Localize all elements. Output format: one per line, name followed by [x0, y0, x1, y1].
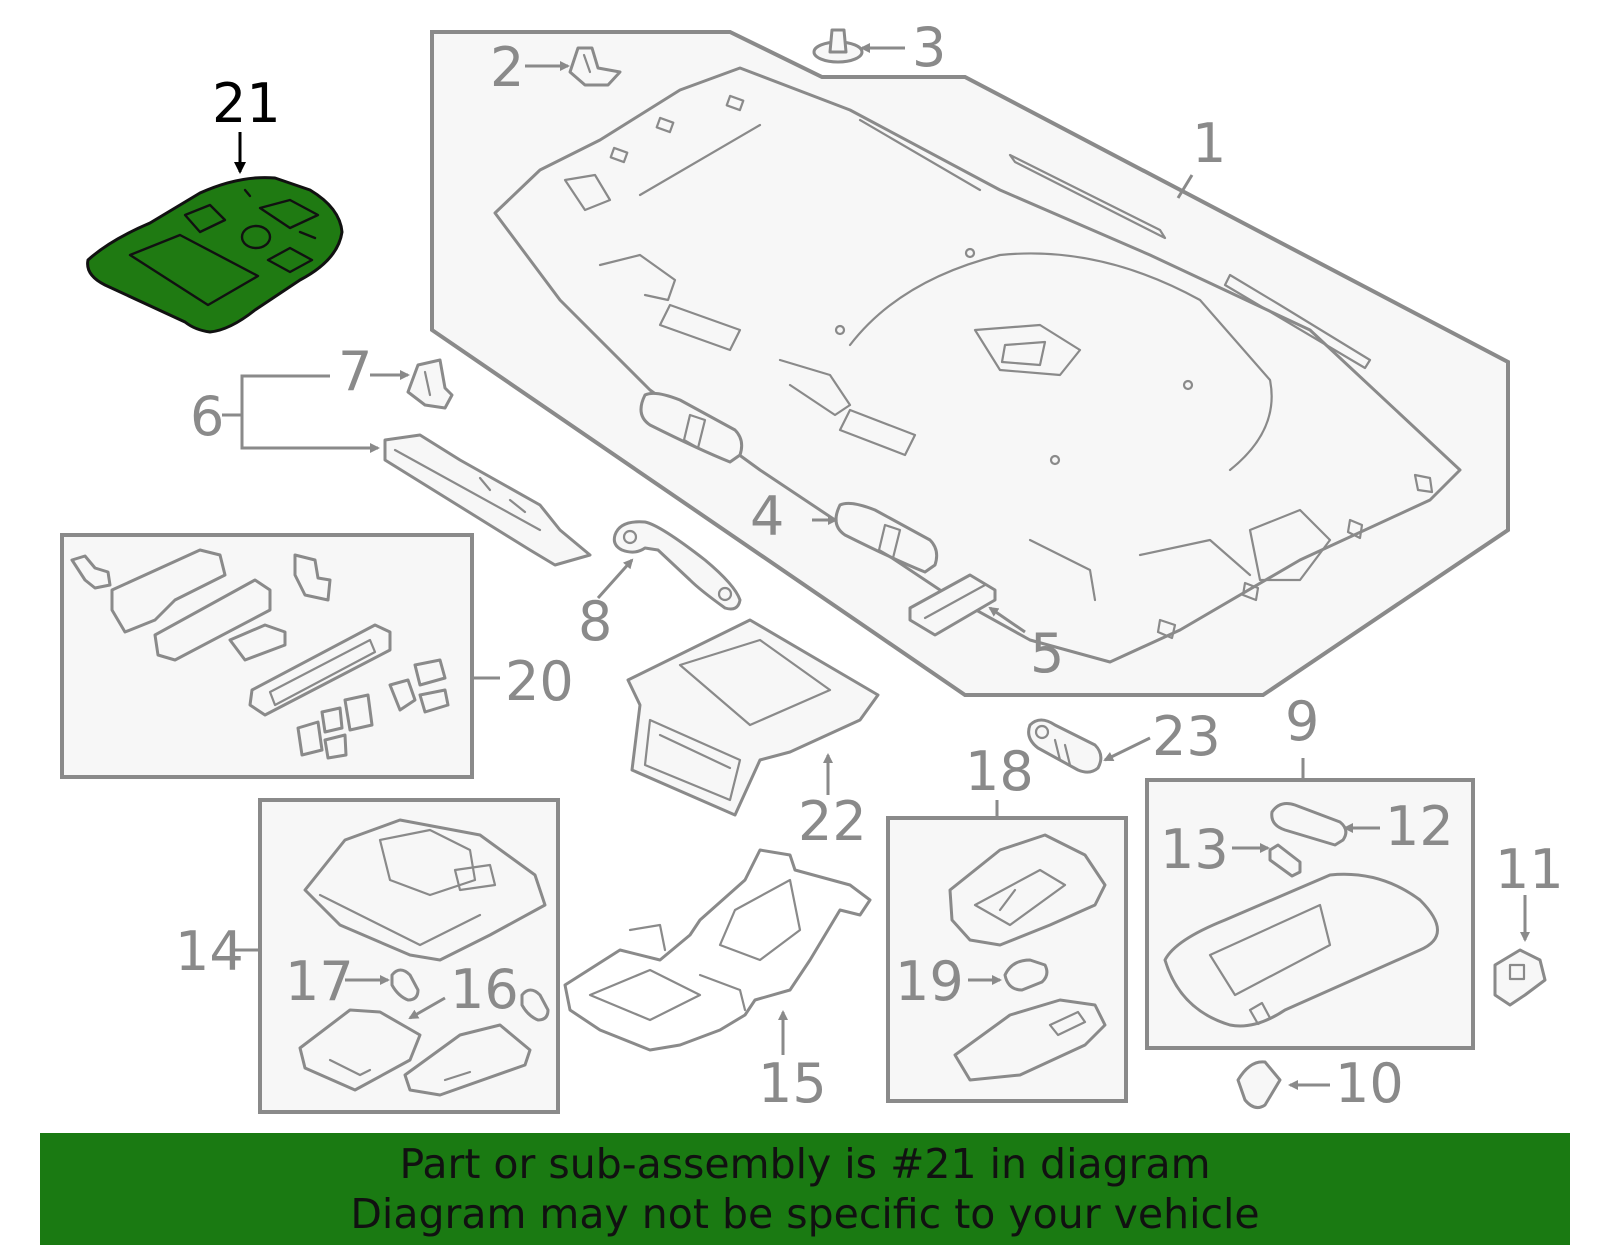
- callout-12: 12: [1385, 795, 1454, 858]
- callout-8: 8: [578, 590, 612, 653]
- part-10-visor-clip[interactable]: [1236, 1060, 1282, 1110]
- callout-5: 5: [1030, 622, 1064, 685]
- callout-2: 2: [490, 36, 524, 99]
- callout-19: 19: [895, 950, 964, 1013]
- part-7-clip[interactable]: [406, 358, 454, 410]
- part-23-bulb[interactable]: [1027, 718, 1103, 774]
- part-2-clip[interactable]: [568, 46, 622, 87]
- part-4-handle-bracket[interactable]: [639, 391, 939, 574]
- part-22-display-bracket[interactable]: [626, 618, 880, 817]
- part-8-grab-handle[interactable]: [612, 520, 742, 611]
- callout-6: 6: [190, 385, 224, 448]
- part-17-bulb[interactable]: [390, 968, 420, 1002]
- part-18-dome-lamp[interactable]: [948, 833, 1107, 947]
- part-16-bulb[interactable]: [520, 988, 550, 1022]
- callout-numbers: 21 2 3 1 7 6 4 5 8 20 23 9 18 22 12 13 1…: [175, 16, 1564, 1115]
- callout-4: 4: [750, 485, 784, 548]
- callout-18: 18: [965, 740, 1034, 803]
- callout-10: 10: [1335, 1052, 1404, 1115]
- callout-22: 22: [798, 790, 867, 853]
- part-11-visor-holder[interactable]: [1493, 948, 1547, 1007]
- group-box-20: [60, 533, 474, 779]
- callout-21: 21: [212, 72, 281, 135]
- part-1-headliner[interactable]: [493, 66, 1462, 664]
- part-21-overhead-console-highlighted[interactable]: [86, 176, 344, 334]
- part-20-console-kit[interactable]: [70, 548, 450, 760]
- callout-20: 20: [505, 650, 574, 713]
- part-3-pushpin[interactable]: [812, 28, 864, 64]
- callout-9: 9: [1285, 690, 1319, 753]
- part-18-lens[interactable]: [953, 998, 1107, 1082]
- footer-banner: Part or sub-assembly is #21 in diagram D…: [40, 1133, 1570, 1245]
- callout-14: 14: [175, 920, 244, 983]
- callout-17: 17: [285, 950, 354, 1013]
- part-6-rail[interactable]: [383, 433, 592, 567]
- part-14-map-lamp[interactable]: [303, 818, 547, 962]
- part-13-bulb[interactable]: [1268, 843, 1302, 878]
- callout-11: 11: [1495, 838, 1564, 901]
- callout-16: 16: [450, 958, 519, 1021]
- callout-1: 1: [1192, 112, 1226, 175]
- part-16-lens-covers[interactable]: [298, 1008, 532, 1097]
- callout-15: 15: [758, 1052, 827, 1115]
- footer-line-2: Diagram may not be specific to your vehi…: [350, 1190, 1260, 1238]
- leader-lines: [222, 43, 1530, 1090]
- part-15-frame[interactable]: [563, 848, 872, 1052]
- callout-7: 7: [338, 340, 372, 403]
- footer-line-1: Part or sub-assembly is #21 in diagram: [399, 1140, 1211, 1188]
- callout-3: 3: [912, 16, 946, 79]
- part-5-bracket[interactable]: [908, 573, 997, 637]
- part-19-bulb[interactable]: [1003, 958, 1049, 992]
- callout-23: 23: [1152, 705, 1221, 768]
- callout-13: 13: [1160, 818, 1229, 881]
- part-9-sun-visor[interactable]: [1163, 872, 1439, 1028]
